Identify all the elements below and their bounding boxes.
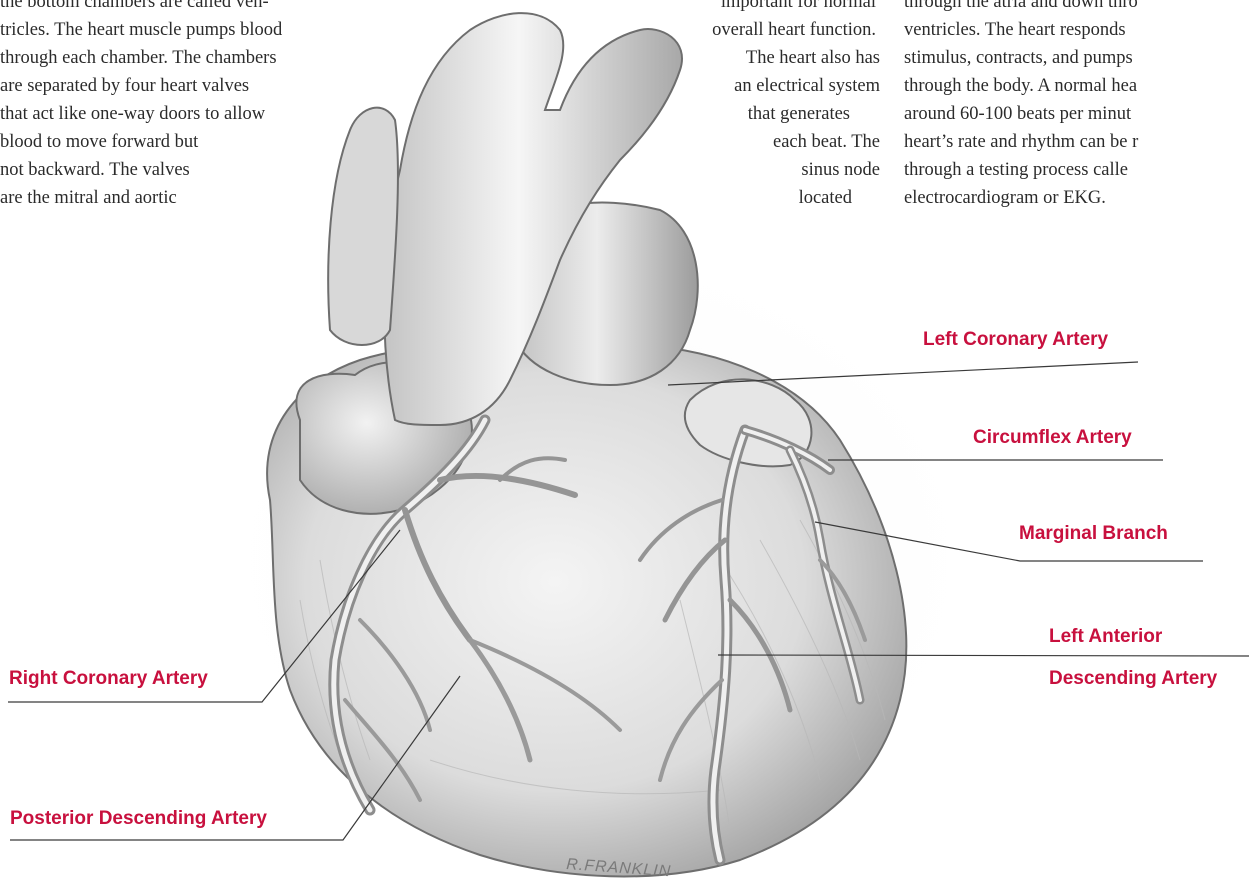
passage-line: an electrical system (560, 72, 880, 100)
text-passage-right: through the atria and down thro ventricl… (904, 0, 1138, 212)
passage-line: sinus node (560, 156, 880, 184)
passage-line: ventricles. The heart responds (904, 16, 1138, 44)
passage-line: stimulus, contracts, and pumps (904, 44, 1138, 72)
label-left-coronary-artery: Left Coronary Artery (923, 329, 1108, 351)
label-posterior-descending-artery: Posterior Descending Artery (10, 808, 267, 830)
passage-line: important for normal (560, 0, 876, 16)
passage-line: located (560, 184, 852, 212)
superior-vena-cava (328, 108, 398, 345)
label-right-coronary-artery: Right Coronary Artery (9, 668, 208, 690)
label-left-anterior-line2: Descending Artery (1049, 668, 1217, 690)
label-circumflex-artery: Circumflex Artery (973, 427, 1132, 449)
passage-line: not backward. The valves (0, 156, 282, 184)
passage-line: through the atria and down thro (904, 0, 1138, 16)
passage-line: heart’s rate and rhythm can be r (904, 128, 1138, 156)
passage-line: that act like one-way doors to allow (0, 100, 282, 128)
passage-line: tricles. The heart muscle pumps blood (0, 16, 282, 44)
passage-line: through each chamber. The chambers (0, 44, 282, 72)
passage-line: through the body. A normal hea (904, 72, 1138, 100)
passage-line: each beat. The (560, 128, 880, 156)
text-passage-left: the bottom chambers are called ven- tric… (0, 0, 282, 212)
text-passage-middle: important for normal overall heart funct… (560, 0, 880, 212)
passage-line: blood to move forward but (0, 128, 282, 156)
passage-line: are the mitral and aortic (0, 184, 282, 212)
passage-line: the bottom chambers are called ven- (0, 0, 282, 16)
passage-line: electrocardiogram or EKG. (904, 184, 1138, 212)
passage-line: overall heart function. (560, 16, 876, 44)
label-marginal-branch: Marginal Branch (1019, 523, 1168, 545)
passage-line: are separated by four heart valves (0, 72, 282, 100)
passage-line: The heart also has (560, 44, 880, 72)
passage-line: that generates (560, 100, 850, 128)
label-left-anterior-line1: Left Anterior (1049, 626, 1162, 648)
passage-line: around 60-100 beats per minut (904, 100, 1138, 128)
passage-line: through a testing process calle (904, 156, 1138, 184)
